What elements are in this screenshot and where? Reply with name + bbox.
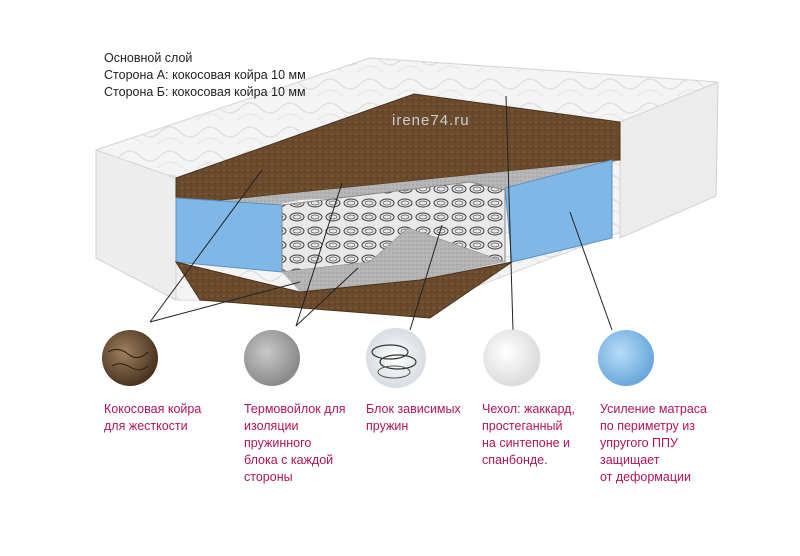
watermark: irene74.ru: [392, 112, 470, 129]
layer-spec: Основной слой Сторона А: кокосовая койра…: [104, 50, 306, 101]
felt-swatch-icon: [244, 330, 300, 386]
top-felt-layer: [176, 160, 620, 220]
layer-spec-side-b: Сторона Б: кокосовая койра 10 мм: [104, 85, 306, 99]
springs-swatch-icon: [366, 328, 426, 388]
layer-spec-title: Основной слой: [104, 51, 193, 65]
caption-springs: Блок зависимых пружин: [366, 402, 461, 433]
leader-lines: [149, 95, 613, 331]
cover-swatch-icon: [483, 329, 541, 387]
coir-swatch-icon: [102, 330, 158, 386]
caption-felt: Термовойлок для изоляции пружинного блок…: [244, 402, 346, 484]
layer-spec-side-a: Сторона А: кокосовая койра 10 мм: [104, 68, 306, 82]
foam-left: [175, 197, 283, 273]
bottom-coir-layer: [174, 261, 513, 319]
caption-coir: Кокосовая койра для жесткости: [104, 402, 202, 433]
bottom-felt-layer: [282, 228, 505, 292]
caption-cover: Чехол: жаккард, простеганный на синтепон…: [482, 402, 575, 467]
caption-foam: Усиление матраса по периметру из упругог…: [600, 402, 707, 484]
foam-right: [504, 159, 613, 263]
foam-swatch-icon: [598, 330, 654, 386]
